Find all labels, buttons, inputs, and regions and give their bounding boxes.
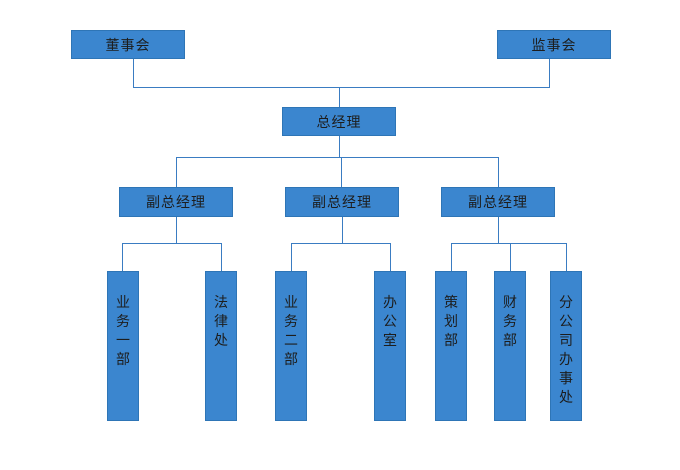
department-box-finance: 财务部 <box>494 271 526 421</box>
general-manager-box: 总经理 <box>282 107 396 136</box>
department-label: 业务一部 <box>116 295 130 368</box>
deputy-manager-box-2: 副总经理 <box>285 187 399 217</box>
deputy-manager-label: 副总经理 <box>146 195 206 211</box>
department-label: 法律处 <box>214 295 228 349</box>
deputy-manager-label: 副总经理 <box>468 195 528 211</box>
department-box-planning: 策划部 <box>435 271 467 421</box>
department-box-branch-office: 分公司办事处 <box>550 271 582 421</box>
department-label: 策划部 <box>444 295 458 349</box>
board-box: 董事会 <box>71 30 185 59</box>
deputy-manager-box-3: 副总经理 <box>441 187 555 217</box>
department-label: 办公室 <box>383 295 397 349</box>
supervisory-board-box: 监事会 <box>497 30 611 59</box>
board-label: 董事会 <box>105 37 151 54</box>
department-box-office: 办公室 <box>374 271 406 421</box>
general-manager-label: 总经理 <box>316 114 362 131</box>
department-label: 财务部 <box>503 295 517 349</box>
deputy-manager-label: 副总经理 <box>312 195 372 211</box>
deputy-manager-box-1: 副总经理 <box>119 187 233 217</box>
department-box-business-1: 业务一部 <box>107 271 139 421</box>
supervisory-board-label: 监事会 <box>531 37 577 54</box>
department-label: 分公司办事处 <box>559 295 573 406</box>
department-box-legal: 法律处 <box>205 271 237 421</box>
department-label: 业务二部 <box>284 295 298 368</box>
department-box-business-2: 业务二部 <box>275 271 307 421</box>
